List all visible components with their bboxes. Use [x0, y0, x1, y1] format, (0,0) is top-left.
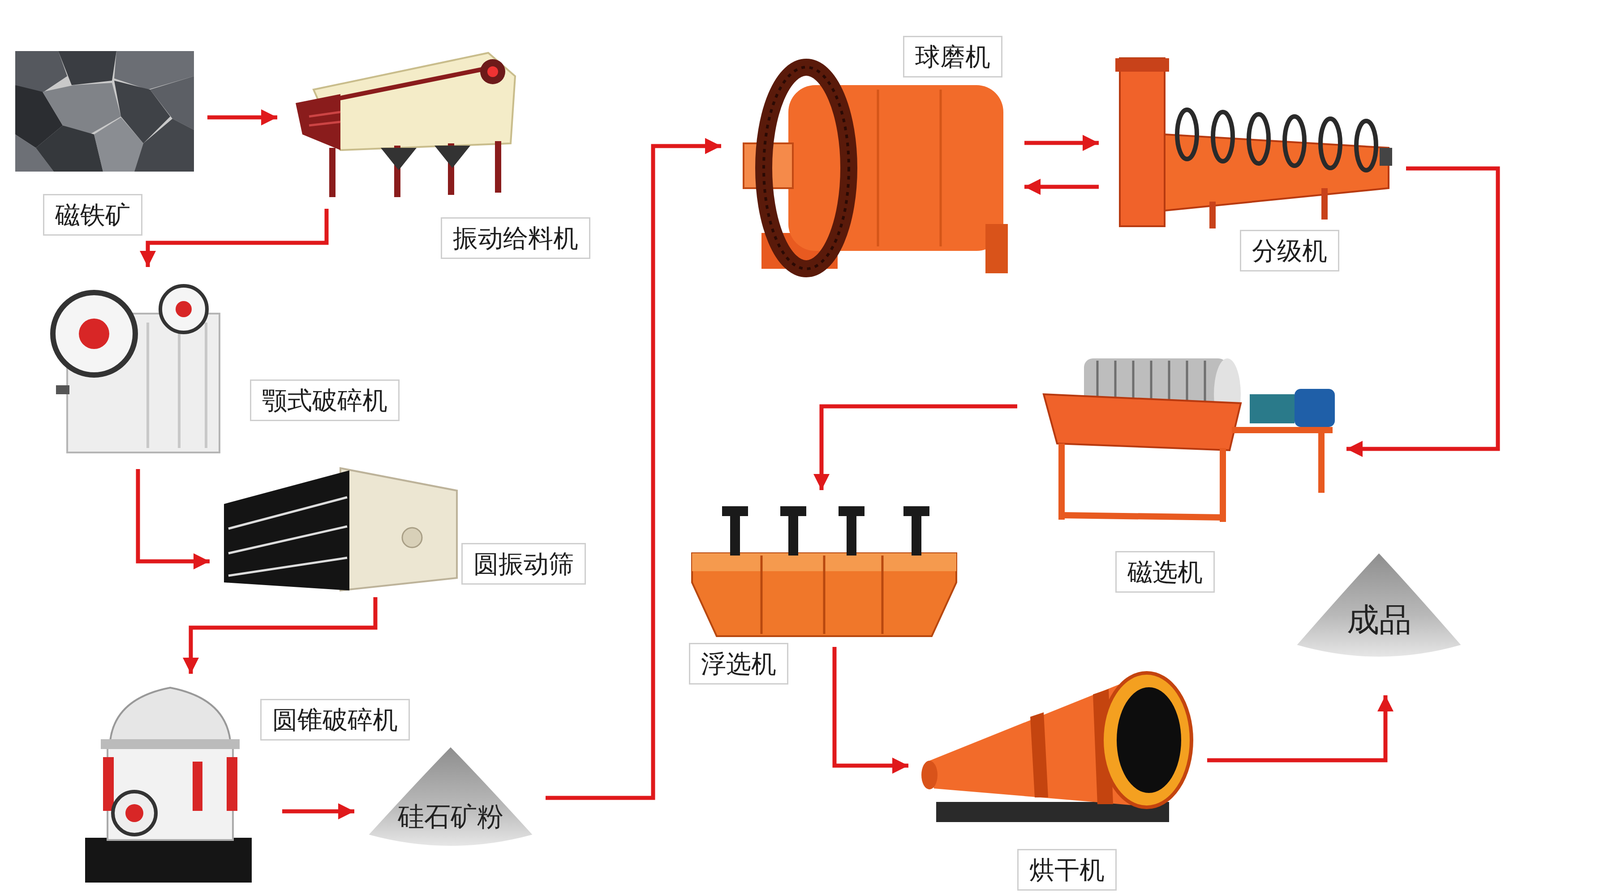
flow-arrow	[147, 208, 327, 267]
classifier-picture	[1115, 58, 1393, 229]
jaw-crusher-picture	[52, 285, 220, 453]
equipment-node: 圆振动筛	[219, 464, 460, 592]
separator-picture	[1043, 358, 1335, 522]
material-pile: 硅石矿粉	[365, 744, 536, 857]
equipment-label: 烘干机	[1017, 848, 1117, 891]
equipment-node: 颚式破碎机	[51, 270, 225, 460]
equipment-label: 磁铁矿	[43, 193, 143, 236]
equipment-label: 振动给料机	[440, 217, 591, 259]
equipment-node: 浮选机	[688, 499, 960, 638]
pile-label: 成品	[1293, 600, 1465, 639]
flow-arrow	[282, 809, 355, 814]
equipment-node: 分级机	[1112, 51, 1393, 230]
flow-arrow	[821, 406, 1018, 491]
ore-picture	[15, 51, 194, 172]
equipment-label: 磁选机	[1115, 550, 1215, 593]
material-pile: 成品	[1293, 550, 1465, 669]
feeder-picture	[295, 52, 516, 198]
equipment-label: 球磨机	[903, 35, 1003, 78]
equipment-label: 圆振动筛	[461, 542, 586, 585]
flow-arrow	[137, 468, 210, 562]
equipment-label: 圆锥破碎机	[260, 698, 410, 741]
flotation-picture	[692, 506, 957, 637]
pile-label: 硅石矿粉	[365, 800, 536, 833]
equipment-node: 圆锥破碎机	[81, 683, 256, 886]
equipment-label: 分级机	[1239, 229, 1340, 272]
flow-arrow	[1207, 695, 1386, 761]
flow-arrow	[834, 646, 909, 766]
equipment-node: 烘干机	[918, 678, 1194, 827]
dryer-picture	[921, 672, 1192, 822]
flow-arrow	[1024, 141, 1099, 146]
flow-arrow	[1024, 184, 1099, 190]
equipment-node: 磁选机	[1030, 352, 1337, 526]
flow-arrow	[190, 597, 376, 674]
equipment-node: 球磨机	[734, 61, 1011, 276]
cone-crusher-picture	[85, 687, 252, 883]
flow-arrow	[207, 115, 278, 120]
flow-arrow	[1346, 168, 1498, 449]
equipment-node: 磁铁矿	[15, 51, 194, 172]
screen-picture	[223, 468, 457, 591]
equipment-label: 颚式破碎机	[249, 379, 400, 422]
equipment-node: 振动给料机	[290, 46, 521, 199]
equipment-label: 浮选机	[688, 642, 789, 685]
ball-mill-picture	[743, 67, 1008, 274]
